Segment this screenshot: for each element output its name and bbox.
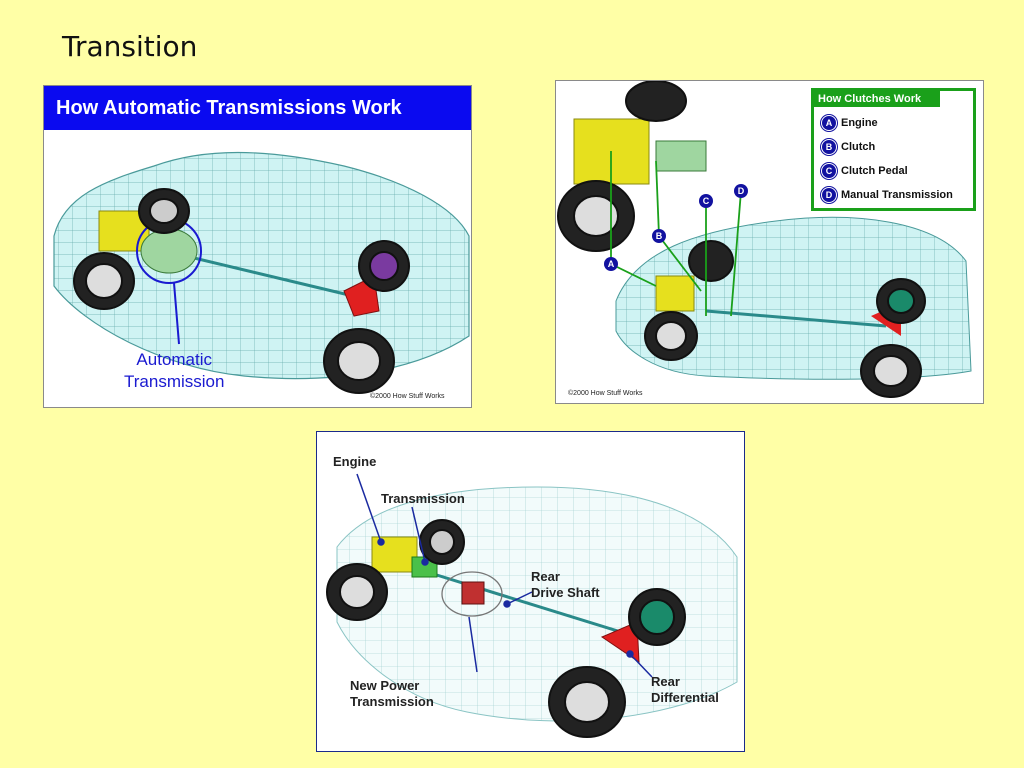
rear-drive-shaft-label: Rear Drive Shaft [531,569,600,600]
new-power-transmission-figure: Engine Transmission Rear Drive Shaft New… [316,431,745,752]
callout-b: B [656,231,663,241]
copyright-notice: ©2000 How Stuff Works [568,390,643,397]
slide-title: Transition [62,30,198,63]
callout-a: A [608,259,615,269]
automatic-transmission-label: Automatic Transmission [124,350,225,391]
legend-item: A Engine [821,115,973,131]
legend-item: C Clutch Pedal [821,163,973,179]
automatic-transmission-figure: How Automatic Transmissions Work Automat… [43,85,472,408]
legend-badge: C [821,163,837,179]
rear-differential-label: Rear Differential [651,674,719,705]
legend-item: B Clutch [821,139,973,155]
legend-item: D Manual Transmission [821,187,973,203]
panel-banner-title: How Automatic Transmissions Work [44,86,471,130]
legend-badge: A [821,115,837,131]
clutch-legend: How Clutches Work A Engine B Clutch C Cl… [811,88,976,211]
transmission-label: Transmission [381,491,465,506]
drivetrain-illustration [326,473,738,738]
legend-title: How Clutches Work [814,91,940,107]
new-power-transmission-label: New Power Transmission [350,678,434,709]
callout-c: C [703,196,710,206]
callout-d: D [738,186,745,196]
clutch-illustration: A B C D [557,81,972,398]
clutches-figure: A B C D How Clutches Work A Engine B Clu… [555,80,984,404]
legend-badge: D [821,187,837,203]
car-wireframe-illustration [53,151,470,394]
engine-label: Engine [333,454,377,469]
legend-badge: B [821,139,837,155]
copyright-notice: ©2000 How Stuff Works [370,393,445,400]
